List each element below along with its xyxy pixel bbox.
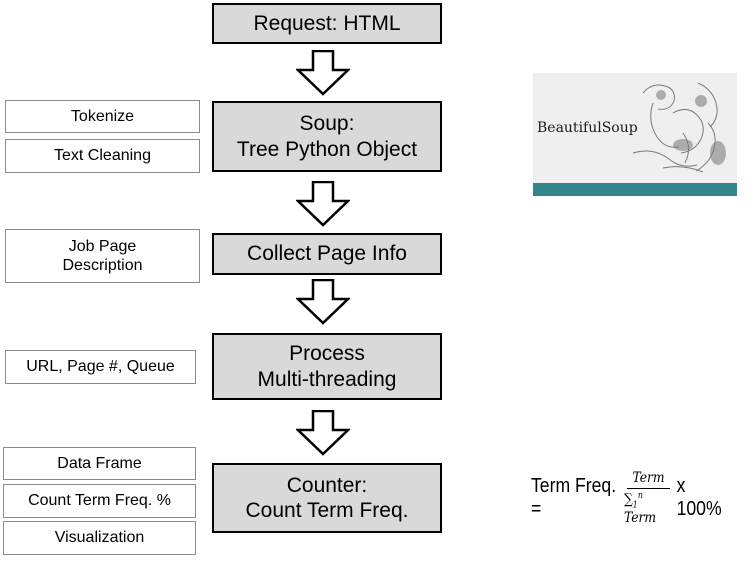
- process-multithreading-box: Process Multi-threading: [212, 333, 442, 400]
- beautifulsoup-logo: BeautifulSoup: [533, 73, 737, 196]
- logo-bar: [533, 183, 737, 196]
- formula-sum-upper: n: [637, 490, 643, 501]
- logo-illustration: [632, 82, 726, 173]
- request-html-box: Request: HTML: [212, 3, 442, 44]
- counter-box: Counter: Count Term Freq.: [212, 463, 442, 533]
- down-arrow-icon: [296, 181, 350, 227]
- job-page-description-box: Job Page Description: [5, 229, 200, 283]
- collect-page-info-box: Collect Page Info: [212, 233, 442, 275]
- count-term-freq-box: Count Term Freq. %: [3, 484, 196, 518]
- formula-fraction: Term ∑1n Term: [624, 470, 673, 526]
- formula-rhs: x 100%: [676, 475, 722, 520]
- tokenize-box: Tokenize: [5, 100, 200, 133]
- formula-sum-symbol: ∑: [623, 491, 633, 508]
- logo-text: BeautifulSoup: [537, 120, 638, 136]
- formula-denominator: ∑1n Term: [624, 489, 673, 526]
- text-cleaning-box: Text Cleaning: [5, 139, 200, 173]
- term-frequency-formula: Term Freq. = Term ∑1n Term x 100%: [531, 468, 729, 528]
- down-arrow-icon: [296, 50, 350, 96]
- formula-sum-lower: 1: [632, 500, 638, 511]
- down-arrow-icon: [296, 410, 350, 456]
- soup-tree-box: Soup: Tree Python Object: [212, 101, 442, 172]
- data-frame-box: Data Frame: [3, 447, 196, 480]
- formula-lhs: Term Freq. =: [531, 475, 617, 520]
- formula-numerator: Term: [627, 470, 670, 489]
- url-page-queue-box: URL, Page #, Queue: [5, 350, 196, 384]
- down-arrow-icon: [296, 279, 350, 325]
- formula-denominator-term: Term: [623, 510, 657, 527]
- visualization-box: Visualization: [3, 521, 196, 555]
